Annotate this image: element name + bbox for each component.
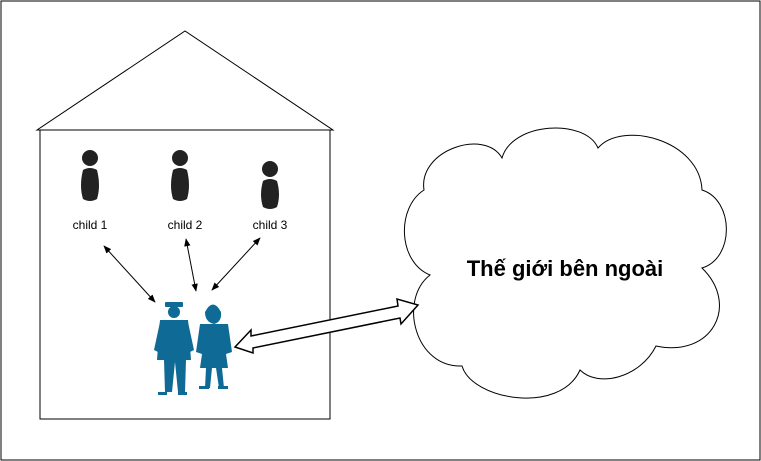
child-1-icon <box>81 150 99 201</box>
cloud-shape <box>404 127 727 399</box>
businesspeople-icon <box>154 302 232 395</box>
arrow-child-3-parents <box>211 237 261 291</box>
cloud-label: Thế giới bên ngoài <box>467 256 664 281</box>
child-2-icon <box>171 150 189 201</box>
arrow-child-2-parents <box>184 238 198 292</box>
child-3-label: child 3 <box>253 218 288 232</box>
arrow-child-1-parents <box>103 245 156 303</box>
arrow-parents-world <box>233 297 420 355</box>
child-3-icon <box>261 161 279 209</box>
child-1-label: child 1 <box>73 218 108 232</box>
child-2-label: child 2 <box>168 218 203 232</box>
